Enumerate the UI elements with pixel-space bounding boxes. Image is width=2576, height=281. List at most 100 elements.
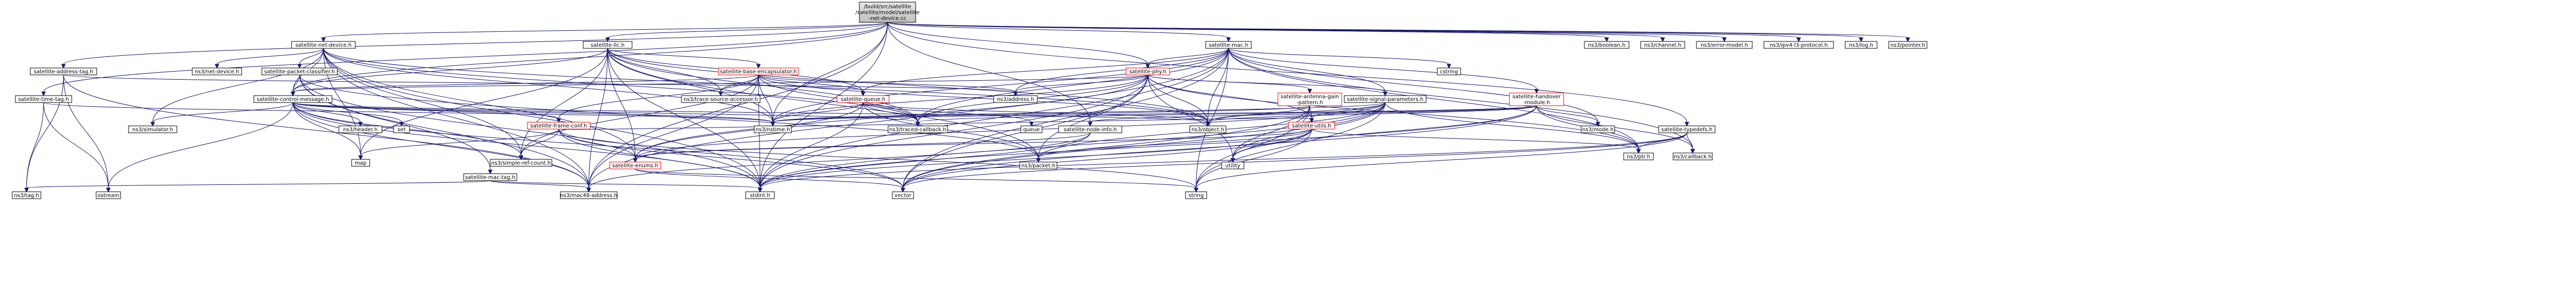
edge-n1-to-n33 [323, 48, 1210, 127]
node-n48[interactable]: string [1185, 191, 1207, 199]
node-n27[interactable]: set [393, 125, 410, 133]
node-label: ns3/header.h [343, 127, 378, 133]
node-label: ns3/callback.h [1674, 154, 1712, 160]
edge-n11-to-n27 [293, 102, 404, 127]
node-n39[interactable]: ostream [96, 191, 121, 199]
node-n2[interactable]: satellite-address-tag.h [30, 67, 97, 75]
edge-n17-to-n49 [1230, 105, 1537, 163]
node-n9[interactable]: satellite-base-encapsulator.h [718, 67, 799, 75]
node-n22[interactable]: ns3/ipv4-l3-protocol.h [1763, 41, 1834, 49]
node-box [1763, 41, 1834, 49]
node-n35[interactable]: ns3/mode.h [1581, 125, 1615, 133]
node-n18[interactable]: cstring [1437, 67, 1461, 75]
node-box [1437, 67, 1461, 75]
edge-n7-to-n44 [299, 74, 763, 193]
node-n19[interactable]: ns3/boolean.h [1584, 41, 1630, 49]
edge-n45-to-n48 [635, 168, 1199, 193]
node-label: ns3/boolean.h [1588, 42, 1626, 48]
node-n38[interactable]: ns3/tag.h [12, 191, 41, 199]
node-label: satellite-time-tag.h [18, 97, 69, 103]
edge-n0-to-n5 [887, 22, 1231, 42]
node-n3[interactable]: satellite-time-tag.h [15, 95, 72, 103]
edge-n42-to-n38 [24, 180, 491, 193]
edge-n7-to-n42 [299, 74, 493, 175]
node-label: map [355, 160, 366, 166]
node-n31[interactable]: queue [1020, 125, 1043, 133]
node-label: ostream [97, 193, 119, 199]
node-label: ns3/mode.h [1582, 127, 1614, 133]
node-label: -module.h [1523, 100, 1550, 106]
node-box [583, 41, 633, 49]
node-n25[interactable]: ns3/simulator.h [128, 125, 177, 133]
node-label: ns3/address.h [997, 97, 1034, 103]
edge-n9-to-n12 [758, 74, 866, 97]
node-n15[interactable]: satellite-antenna-gain-pattern.h [1277, 92, 1342, 106]
node-n42[interactable]: satellite-mac-tag.h [463, 173, 517, 181]
edge-n45-to-n46 [635, 168, 906, 193]
edge-n2-to-n39 [63, 74, 111, 193]
node-box [888, 125, 948, 133]
node-n29[interactable]: ns3/nstime.h [754, 125, 792, 133]
node-n26[interactable]: ns3/header.h [338, 125, 382, 133]
node-n36[interactable]: ns3/ptr.h [1623, 152, 1654, 160]
node-label: utility [1225, 163, 1241, 169]
edge-n4-to-n9 [607, 48, 761, 69]
node-box [1623, 152, 1654, 160]
node-n41[interactable]: ns3/simple-ref-count.h [490, 159, 552, 167]
node-box [1640, 41, 1685, 49]
edge-n10-to-n33 [1147, 74, 1210, 127]
node-n47[interactable]: ns3/packet.h [1019, 161, 1057, 169]
node-box [12, 191, 41, 199]
node-label: satellite-typedefs.h [1661, 127, 1713, 133]
node-n44[interactable]: stdint.h [745, 191, 775, 199]
node-n45[interactable]: satellite-enums.h [609, 161, 661, 169]
node-label: set [397, 127, 405, 133]
edge-n17-to-n44 [757, 105, 1537, 193]
edge-n11-to-n39 [106, 102, 293, 193]
node-label: ns3/log.h [1849, 42, 1873, 48]
node-label: ns3/pointer.h [1890, 42, 1925, 48]
edge-n0-to-n1 [321, 22, 888, 42]
node-n21[interactable]: ns3/error-model.h [1696, 41, 1753, 49]
node-n1[interactable]: satellite-net-device.h [291, 41, 356, 49]
node-n16[interactable]: satellite-signal-parameters.h [1344, 95, 1427, 103]
node-n8[interactable]: ns3/net-device.h [192, 67, 242, 75]
node-n32[interactable]: satellite-node-info.h [1058, 125, 1122, 133]
node-n46[interactable]: vector [892, 191, 914, 199]
node-n5[interactable]: satellite-mac.h [1205, 41, 1252, 49]
node-box [993, 95, 1038, 103]
node-n12[interactable]: satellite-queue.h [837, 95, 890, 103]
node-n24[interactable]: ns3/pointer.h [1888, 41, 1927, 49]
node-n28[interactable]: satellite-frame-conf.h [527, 122, 591, 130]
node-n4[interactable]: satellite-llc.h [583, 41, 633, 49]
node-n10[interactable]: satellite-phy.h [1125, 67, 1170, 75]
node-n43[interactable]: ns3/mac48-address.h [560, 191, 618, 199]
node-n34[interactable]: satellite-utils.h [1288, 122, 1335, 130]
node-n6[interactable]: satellite-typedefs.h [1658, 125, 1716, 133]
node-n30[interactable]: ns3/traced-callback.h [888, 125, 948, 133]
node-label: satellite-frame-conf.h [531, 123, 587, 129]
node-n20[interactable]: ns3/channel.h [1640, 41, 1685, 49]
node-n7[interactable]: satellite-packet-classifier.h [261, 67, 338, 75]
node-box [128, 125, 177, 133]
node-label: satellite-node-info.h [1063, 127, 1116, 133]
node-label: ns3/packet.h [1021, 163, 1055, 169]
node-n23[interactable]: ns3/log.h [1845, 41, 1878, 49]
node-n40[interactable]: map [351, 159, 370, 167]
node-box [1509, 92, 1564, 106]
node-n14[interactable]: ns3/address.h [993, 95, 1038, 103]
node-n11[interactable]: satellite-control-message.h [253, 95, 332, 103]
node-n49[interactable]: utility [1221, 161, 1244, 169]
node-box [837, 95, 890, 103]
node-box [463, 173, 517, 181]
edge-n5-to-n29 [770, 48, 1229, 127]
node-box [609, 161, 661, 169]
node-n33[interactable]: ns3/object.h [1189, 125, 1226, 133]
node-n13[interactable]: ns3/trace-source-accessor.h [681, 95, 761, 103]
node-n17[interactable]: satellite-handover-module.h [1509, 92, 1564, 106]
node-label: ns3/channel.h [1644, 42, 1681, 48]
edge-n1-to-n8 [215, 48, 324, 69]
edge-n10-to-n14 [1013, 74, 1148, 97]
node-n37[interactable]: ns3/callback.h [1673, 152, 1713, 160]
